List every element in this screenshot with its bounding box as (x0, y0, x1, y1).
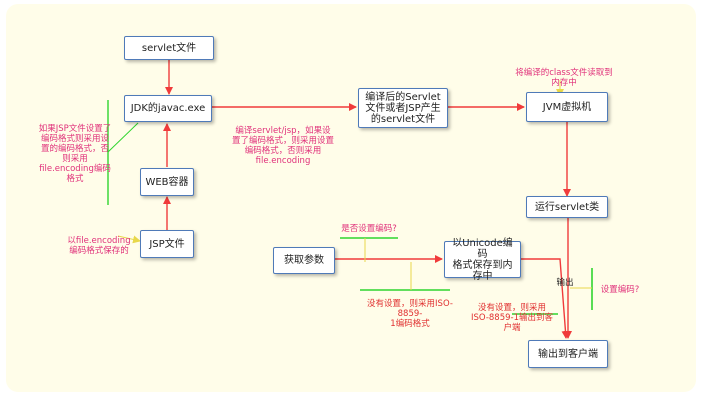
iso-decode-note: 没有设置，则采用ISO-8859- 1编码格式 (367, 299, 453, 329)
set-encoding-note: 设置编码? (600, 285, 640, 295)
iso-output-note: 没有设置，则采用 ISO-8859-1输出到客 户端 (470, 303, 553, 333)
has-encoding-note: 是否设置编码? (341, 224, 397, 234)
save-encoding-note: 以file.encoding 编码格式保存的 (67, 236, 131, 256)
unicode-save-box: 以Unicode编码 格式保存到内 存中 (444, 238, 521, 282)
get-params-box: 获取参数 (273, 247, 335, 274)
compiled-servlet-box: 编译后的Servlet 文件或者JSP产生 的servlet文件 (358, 88, 448, 128)
javac-box: JDK的javac.exe (124, 95, 212, 122)
jvm-box: JVM虚拟机 (526, 92, 608, 122)
jsp-file-box: JSP文件 (140, 230, 194, 258)
servlet-file-box: servlet文件 (124, 36, 214, 60)
check-jsp-tick (107, 122, 139, 153)
pointer-save-to-jsp (117, 235, 141, 244)
compile-encoding-note: 编译servlet/jsp，如果设 置了编码格式，则采用设置 编码格式，否则采用… (231, 126, 334, 166)
output-label: 输出 (556, 278, 574, 288)
class-load-note: 将编译的class文件读取到 内存中 (515, 68, 613, 88)
jsp-encoding-note: 如果JSP文件设置了 编码格式则采用设 置的编码格式，否 则采用 file.en… (38, 124, 112, 184)
arrow-unicode-to-output (521, 258, 570, 339)
output-client-box: 输出到客户端 (528, 340, 608, 368)
web-container-box: WEB容器 (140, 168, 194, 196)
run-servlet-box: 运行servlet类 (526, 196, 608, 218)
